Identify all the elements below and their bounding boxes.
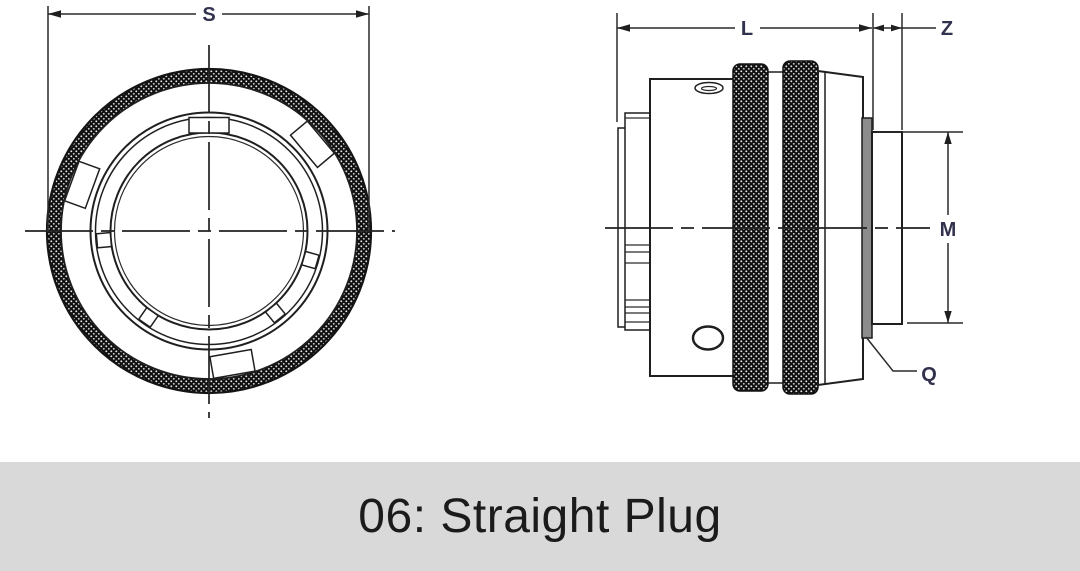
dim-label-s: S: [202, 4, 215, 26]
keyway: [137, 306, 160, 329]
wire-hole-bottom: [691, 325, 725, 351]
hole-outline: [694, 81, 724, 95]
arrowhead: [617, 24, 630, 32]
rear-thread: [617, 112, 651, 331]
arrowhead: [944, 311, 952, 323]
dim-m: M: [877, 131, 963, 324]
arrowhead: [48, 10, 61, 18]
dim-label-q: Q: [921, 364, 937, 386]
keyway: [95, 231, 113, 249]
hole-inner: [700, 85, 718, 92]
side-view: L Z M Q: [605, 13, 963, 395]
caption-text: 06: Straight Plug: [358, 490, 722, 543]
dim-l: L: [616, 13, 874, 130]
arrowhead: [356, 10, 369, 18]
bayonet-slots: [63, 120, 336, 380]
label-background: [735, 17, 760, 39]
arrowhead: [873, 24, 884, 32]
dim-z: Z: [873, 13, 953, 130]
rear-thread-lines: [625, 117, 650, 323]
arrowhead: [859, 24, 872, 32]
dim-label-z: Z: [941, 18, 953, 40]
wire-hole-top: [694, 81, 724, 95]
keyway: [264, 302, 287, 324]
dim-label-l: L: [741, 18, 753, 40]
rear-thread-body: [624, 112, 651, 331]
arrowhead: [891, 24, 902, 32]
bayonet-slot: [289, 120, 336, 169]
arrowhead: [944, 132, 952, 144]
leader-line: [865, 336, 917, 372]
dim-label-m: M: [940, 219, 957, 241]
keyways: [95, 116, 320, 329]
label-background: [196, 3, 222, 25]
front-view: S: [25, 3, 395, 418]
dim-s: S: [47, 3, 370, 231]
label-background: [933, 215, 963, 243]
drawing-canvas: S: [25, 3, 963, 418]
caption-bar: 06: Straight Plug: [0, 462, 1080, 571]
bayonet-slot: [63, 160, 101, 210]
keyway: [300, 250, 320, 270]
leader-q: Q: [865, 336, 937, 386]
bayonet-slot: [208, 348, 256, 380]
